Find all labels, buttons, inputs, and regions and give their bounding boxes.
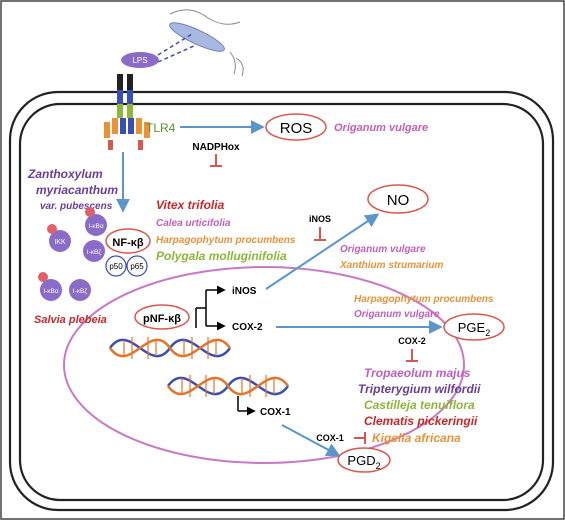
plant-xanthium: Xanthium strumarium <box>339 260 443 271</box>
plant-origanum-ros: Origanum vulgare <box>334 122 428 134</box>
inhibit-cox1 <box>354 432 366 444</box>
plant-tropaeolum: Tropaeolum majus <box>364 366 471 380</box>
bacterium-icon <box>169 9 244 77</box>
arrow-inos-no <box>265 213 380 290</box>
plant-vitex: Vitex trifolia <box>156 198 225 212</box>
no-label: NO <box>387 192 410 209</box>
plant-calea: Calea urticifolia <box>156 218 231 229</box>
pgd2-node <box>337 447 391 473</box>
pnfkb-label: pNF-κβ <box>143 313 181 325</box>
plant-zanthoxylum-3: var. pubescens <box>40 201 113 212</box>
nucleus <box>63 266 465 464</box>
lps-label: LPS <box>132 56 147 65</box>
cell-membrane-inner <box>18 102 545 502</box>
ikbz-label-1: I-κBζ <box>87 249 102 256</box>
nfkb-complex: IKK I-κBα I-κBζ NF-κβ p50 p65 I-κBα I-κB… <box>38 207 151 301</box>
plant-harpagophytum-2: Harpagophytum procumbens <box>354 294 494 305</box>
transcription-branch <box>195 285 226 331</box>
inos-inhibit-label: iNOS <box>309 214 331 224</box>
nadphox-label: NADPHox <box>192 142 240 153</box>
inos-gene-label: iNOS <box>232 286 257 297</box>
no-node <box>367 184 429 214</box>
inhibit-inos <box>314 227 326 241</box>
p50-label: p50 <box>109 262 123 271</box>
cox2-inhibit-label: COX-2 <box>398 336 426 346</box>
plant-zanthoxylum-1: Zanthoxylum <box>27 167 103 181</box>
ros-node <box>265 113 327 141</box>
p65-label: p65 <box>130 262 144 271</box>
dna-helix-2 <box>166 375 290 397</box>
ikba-label-2: I-κBα <box>43 288 59 295</box>
inhibit-cox2 <box>406 349 418 362</box>
lps-molecule: LPS <box>121 33 197 68</box>
cox1-inhibit-label: COX-1 <box>316 433 344 443</box>
cell-membrane-outer <box>8 90 555 512</box>
tlr4-label: TLR4 <box>146 121 176 135</box>
pge2-label: PGE2 <box>458 320 490 338</box>
ikba-label-1: I-κBα <box>88 223 104 230</box>
pgd2-label: PGD2 <box>347 453 380 471</box>
ikbz-label-2: I-κBζ <box>73 288 88 295</box>
plant-castilleja: Castilleja tenuiflora <box>364 398 475 412</box>
plant-harpagophytum-1: Harpagophytum procumbens <box>156 235 296 246</box>
cox2-gene-label: COX-2 <box>232 322 263 333</box>
cox1-gene-label: COX-1 <box>260 407 291 418</box>
plant-origanum-no: Origanum vulgare <box>340 244 426 255</box>
ros-label: ROS <box>280 120 313 137</box>
pge2-node <box>443 313 505 341</box>
plant-kigelia: Kigelia africana <box>372 431 461 445</box>
dna-helix-1 <box>108 337 232 359</box>
tlr4-receptor <box>104 74 150 150</box>
cox1-transcription <box>237 396 256 416</box>
plant-polygala: Polygala molluginifolia <box>156 249 287 263</box>
pnfkb-node <box>134 304 190 330</box>
arrow-cox1-pgd2 <box>281 424 341 457</box>
nfkb-label: NF-κβ <box>112 237 143 249</box>
plant-clematis: Clematis pickeringii <box>364 414 478 428</box>
plant-salvia: Salvia plebeia <box>34 314 107 326</box>
plant-zanthoxylum-2: myriacanthum <box>36 183 118 197</box>
plant-tripterygium: Tripterygium wilfordii <box>358 382 481 396</box>
plant-origanum-pge2: Origanum vulgare <box>354 309 440 320</box>
inhibit-nadphox <box>210 154 222 167</box>
ikk-label: IKK <box>54 239 66 246</box>
